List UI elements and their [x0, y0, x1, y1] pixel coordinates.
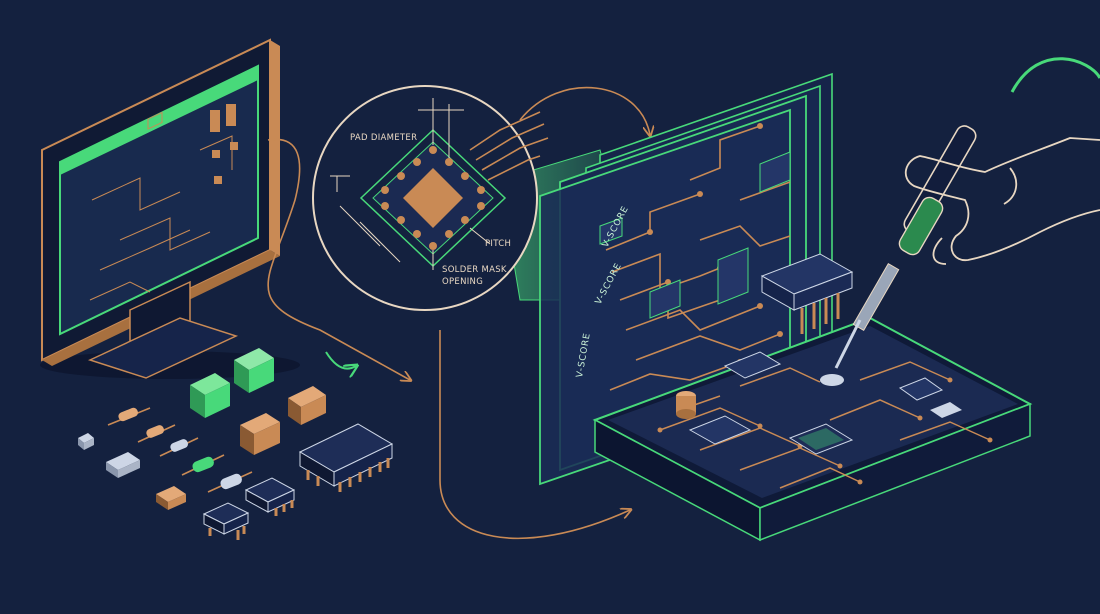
components-icon [78, 348, 394, 540]
flow-arrows [267, 86, 650, 540]
assembled-pcb-icon [592, 316, 1033, 542]
monitor-icon [40, 38, 300, 379]
pitch-label: PITCH [485, 239, 511, 249]
pad-diameter-label: PAD DIAMETER [350, 133, 417, 143]
magnifier-icon: PAD DIAMETER PITCH SOLDER MASK OPENING [312, 85, 549, 311]
dip-chip-icon [760, 253, 854, 334]
solder-mask-label-line2: OPENING [442, 277, 483, 287]
hand-icon [904, 137, 1100, 265]
soldering-iron-icon [834, 57, 1100, 369]
solder-mask-label-line1: SOLDER MASK [442, 265, 507, 275]
